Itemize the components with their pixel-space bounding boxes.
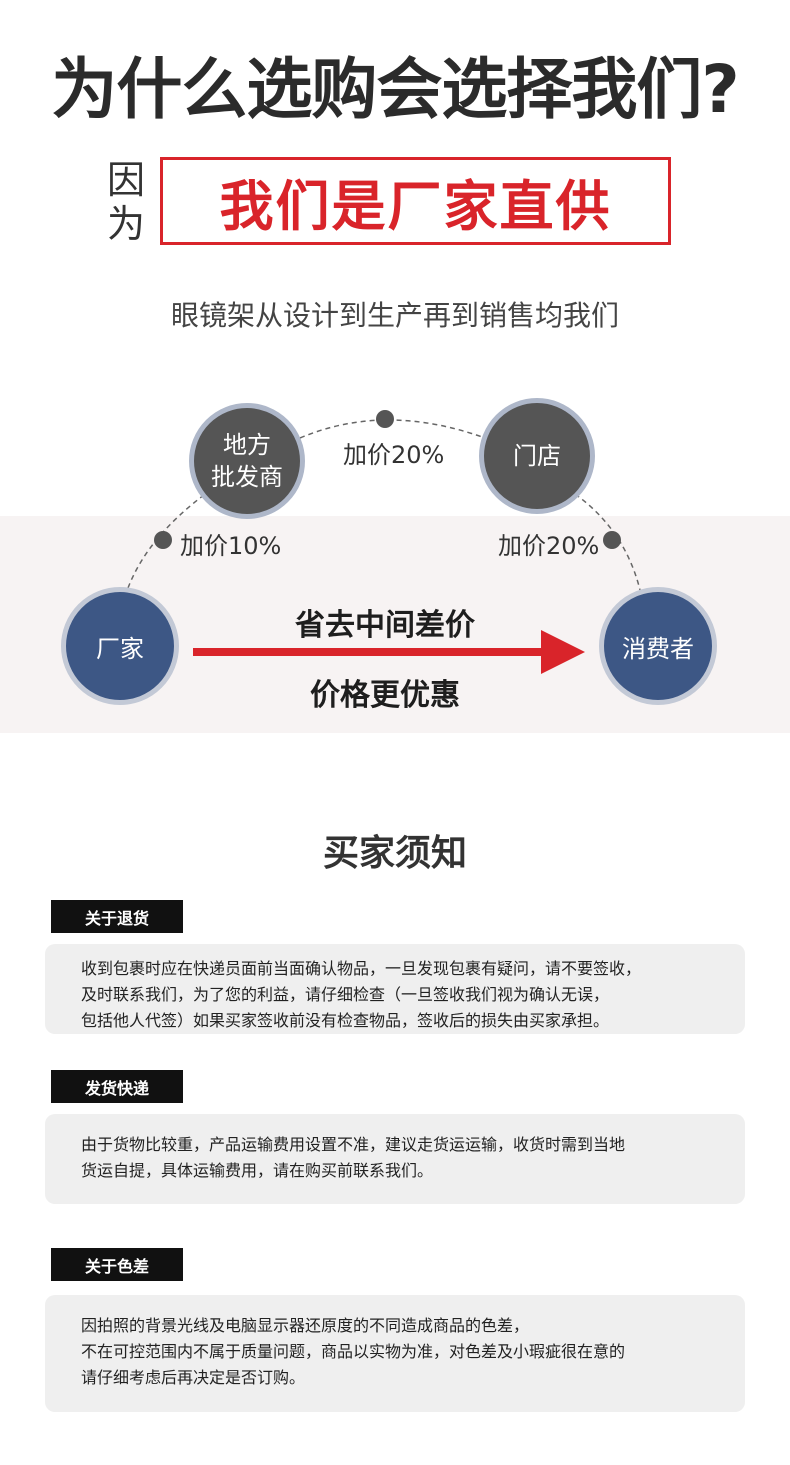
- node-wholesaler-line1: 地方: [223, 431, 271, 459]
- node-factory-label: 厂家: [96, 634, 144, 663]
- factory-direct-text: 我们是厂家直供: [219, 174, 612, 238]
- color-line-2: 不在可控范围内不属于质量问题，商品以实物为准，对色差及小瑕疵很在意的: [81, 1342, 626, 1361]
- connector-dot-left: [154, 531, 172, 549]
- returns-line-2: 及时联系我们，为了您的利益，请仔细检查（一旦签收我们视为确认无误，: [81, 985, 610, 1004]
- page-title: 为什么选购会选择我们?: [51, 51, 739, 128]
- color-line-3: 请仔细考虑后再决定是否订购。: [81, 1368, 306, 1387]
- section-tag-shipping: 发货快递: [51, 1070, 183, 1103]
- color-line-1: 因拍照的背景光线及电脑显示器还原度的不同造成商品的色差，: [81, 1316, 530, 1335]
- factory-direct-banner: 我们是厂家直供: [160, 157, 671, 245]
- direct-arrow-line: [193, 648, 543, 656]
- node-consumer-label: 消费者: [622, 634, 694, 663]
- subtitle: 眼镜架从设计到生产再到销售均我们: [170, 299, 619, 332]
- direct-arrow-head: [541, 630, 585, 674]
- section-tag-color-difference: 关于色差: [51, 1248, 183, 1281]
- buyer-notice-title: 买家须知: [322, 833, 467, 874]
- shipping-line-2: 货运自提，具体运输费用，请在购买前联系我们。: [81, 1161, 434, 1180]
- section-card-returns: 收到包裹时应在快递员面前当面确认物品，一旦发现包裹有疑问，请不要签收， 及时联系…: [45, 944, 745, 1034]
- node-store: 门店: [479, 398, 595, 514]
- markup-to-consumer: 加价20%: [498, 532, 600, 560]
- arrow-text-save-middleman: 省去中间差价: [295, 608, 475, 643]
- markup-to-store: 加价20%: [343, 441, 445, 469]
- shipping-line-1: 由于货物比较重，产品运输费用设置不准，建议走货运运输，收货时需到当地: [81, 1135, 626, 1154]
- because-label: 因 为: [104, 158, 148, 246]
- node-store-label: 门店: [513, 442, 561, 470]
- node-consumer: 消费者: [599, 587, 717, 705]
- node-factory: 厂家: [61, 587, 179, 705]
- connector-dot-top: [376, 410, 394, 428]
- because-char-1: 因: [106, 158, 145, 202]
- returns-line-1: 收到包裹时应在快递员面前当面确认物品，一旦发现包裹有疑问，请不要签收，: [81, 959, 642, 978]
- section-card-shipping: 由于货物比较重，产品运输费用设置不准，建议走货运运输，收货时需到当地 货运自提，…: [45, 1114, 745, 1204]
- node-local-wholesaler: 地方 批发商: [189, 403, 305, 519]
- arrow-text-better-price: 价格更优惠: [310, 678, 460, 713]
- because-char-2: 为: [106, 202, 145, 246]
- connector-dot-right: [603, 531, 621, 549]
- connector-store-consumer: [574, 493, 641, 591]
- returns-line-3: 包括他人代签）如果买家签收前没有检查物品，签收后的损失由买家承担。: [81, 1011, 610, 1030]
- section-card-color-difference: 因拍照的背景光线及电脑显示器还原度的不同造成商品的色差， 不在可控范围内不属于质…: [45, 1295, 745, 1412]
- section-tag-returns: 关于退货: [51, 900, 183, 933]
- markup-to-wholesaler: 加价10%: [180, 532, 282, 560]
- node-wholesaler-line2: 批发商: [211, 463, 283, 491]
